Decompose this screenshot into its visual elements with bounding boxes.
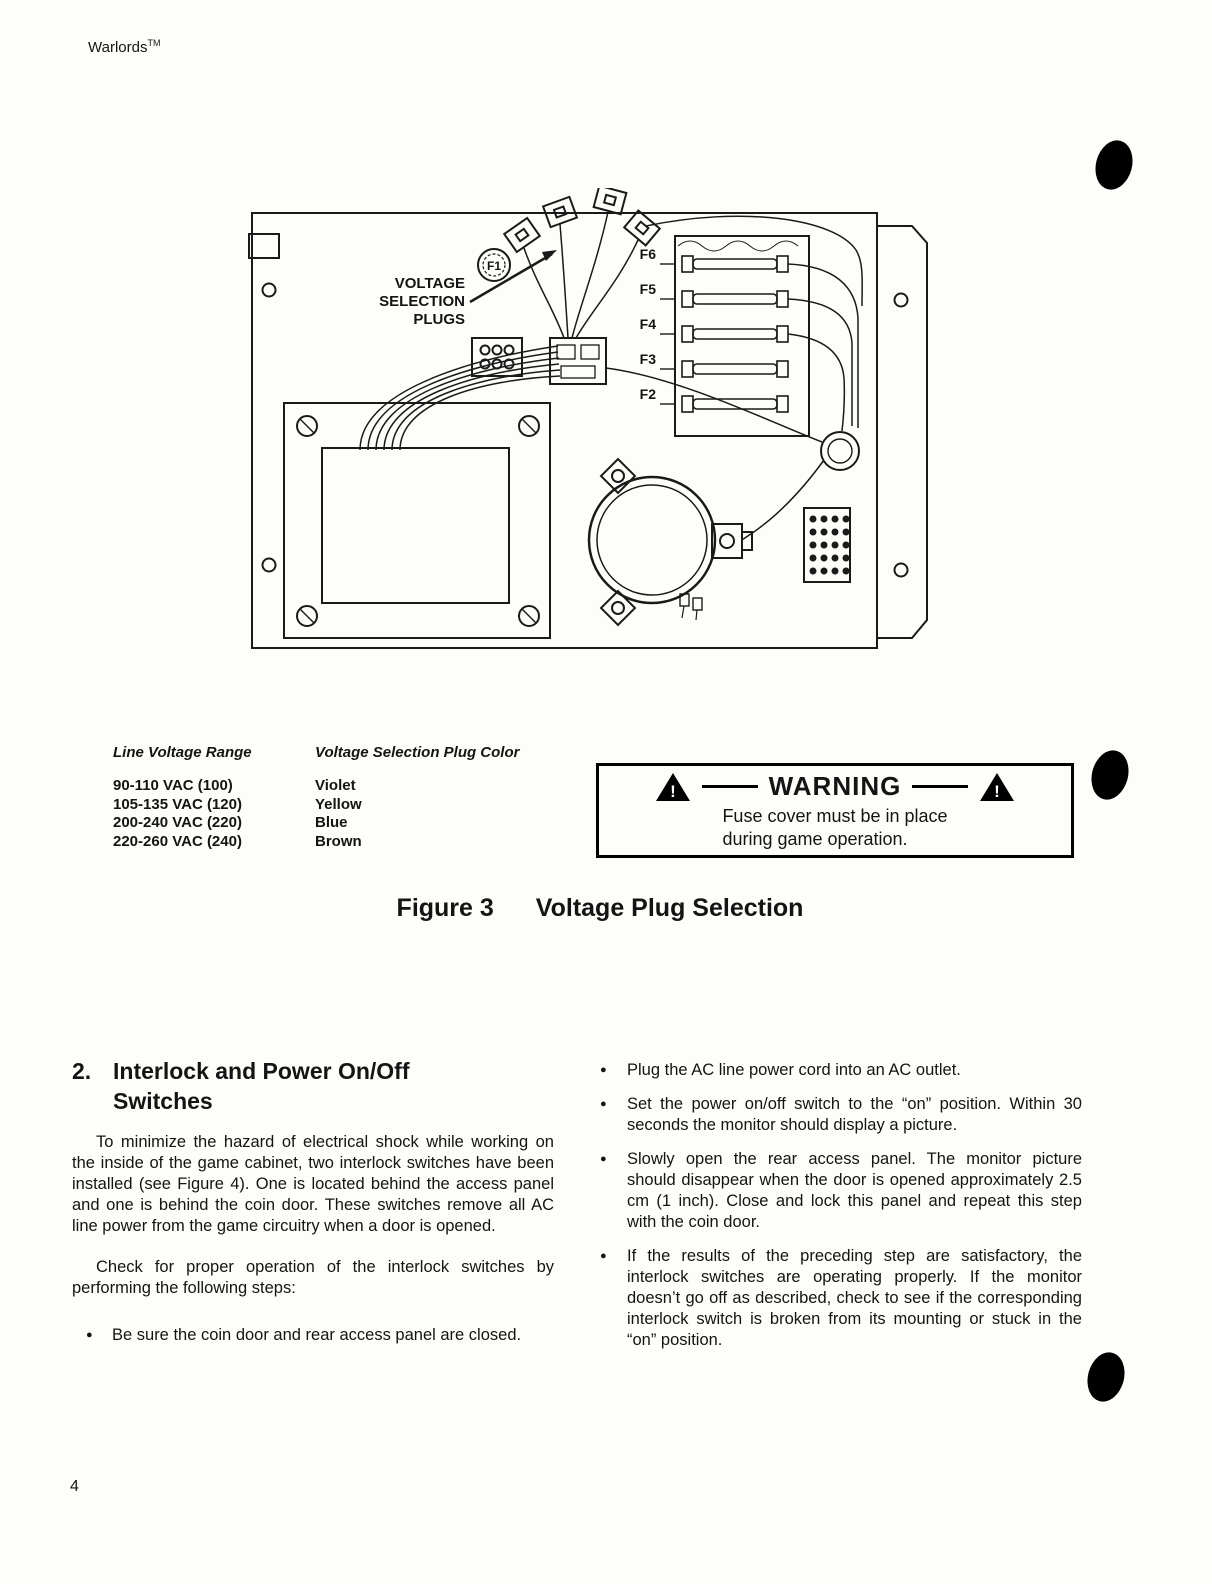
figure-caption: Figure 3 Voltage Plug Selection [150, 894, 1050, 923]
warning-title-row: ! WARNING ! [599, 771, 1071, 802]
bullet-icon: ● [600, 1250, 607, 1262]
table-row: 90-110 VAC (100) Violet [113, 777, 583, 796]
paragraph: Check for proper operation of the interl… [72, 1258, 554, 1297]
list-item: ● If the results of the preceding step a… [600, 1246, 1082, 1351]
col-line-voltage-range: Line Voltage Range [113, 744, 252, 761]
fuse-f1 [477, 248, 511, 282]
figure-label: Figure 3 [396, 894, 494, 922]
rule-line [912, 785, 969, 788]
voltage-selection-plugs [502, 188, 662, 254]
list-item: ● Be sure the coin door and rear access … [72, 1325, 554, 1346]
round-component [587, 457, 753, 627]
callout-plugs: PLUGS [413, 311, 465, 328]
color-cell: Violet [315, 777, 356, 794]
connector-block-b [549, 337, 607, 385]
list-item-text: Set the power on/off switch to the “on” … [627, 1095, 1082, 1134]
voltage-plug-diagram: F1 F6 F5 F4 F3 F2 [248, 188, 928, 649]
hole-punch-mark [1082, 1348, 1130, 1406]
left-column: 2. Interlock and Power On/Off Switches T… [72, 1056, 554, 1359]
bullet-icon: ● [600, 1064, 607, 1076]
color-cell: Brown [315, 832, 362, 850]
svg-text:!: ! [994, 782, 1000, 801]
warning-line-1: Fuse cover must be in place [722, 806, 948, 826]
figure-title: Voltage Plug Selection [535, 894, 804, 922]
fuse-f1-label: F1 [487, 259, 501, 273]
warning-body: Fuse cover must be in place during game … [599, 805, 1071, 851]
warning-title: WARNING [768, 771, 902, 801]
brand-text: Warlords [88, 39, 148, 56]
right-column: ● Plug the AC line power cord into an AC… [600, 1060, 1082, 1364]
paragraph: To minimize the hazard of electrical sho… [72, 1133, 554, 1235]
color-cell: Yellow [315, 795, 362, 813]
chassis-outline [248, 212, 928, 649]
table-row: 200-240 VAC (220) Blue [113, 814, 583, 833]
table-row: 105-135 VAC (120) Yellow [113, 796, 583, 815]
voltage-table-header: Line Voltage Range Voltage Selection Plu… [113, 744, 583, 761]
connector-block-a [471, 337, 523, 377]
grommet-ring [820, 431, 860, 471]
color-cell: Blue [315, 814, 348, 831]
warning-box: ! WARNING ! Fuse cover must be in place … [596, 763, 1074, 858]
fuse-block [660, 235, 810, 437]
hole-punch-mark [1086, 746, 1134, 804]
section-heading: 2. Interlock and Power On/Off Switches [72, 1056, 554, 1116]
callout-arrow-icon [469, 250, 557, 304]
range-cell: 105-135 VAC (120) [113, 795, 242, 813]
svg-text:!: ! [670, 782, 676, 801]
table-row: 220-260 VAC (240) Brown [113, 833, 583, 852]
list-item-text: Plug the AC line power cord into an AC o… [627, 1061, 961, 1079]
fuse-f3-label: F3 [640, 351, 657, 367]
list-item: ● Plug the AC line power cord into an AC… [600, 1060, 1082, 1081]
transformer [283, 402, 551, 639]
list-item-text: If the results of the preceding step are… [627, 1247, 1082, 1349]
callout-voltage: VOLTAGE [395, 275, 465, 292]
terminal-strip [803, 507, 851, 583]
document-title: WarlordsTM [88, 38, 160, 56]
range-cell: 220-260 VAC (240) [113, 832, 242, 850]
callout-selection: SELECTION [379, 293, 465, 310]
list-item-text: Be sure the coin door and rear access pa… [112, 1326, 522, 1344]
warning-triangle-icon: ! [980, 772, 1015, 801]
hole-punch-mark [1090, 136, 1138, 194]
fuse-f2-label: F2 [640, 386, 657, 402]
page-number: 4 [70, 1478, 79, 1495]
list-item-text: Slowly open the rear access panel. The m… [627, 1150, 1082, 1231]
warning-line-2: during game operation. [722, 829, 908, 849]
bullet-icon: ● [600, 1153, 607, 1165]
range-cell: 200-240 VAC (220) [113, 814, 242, 831]
col-plug-color: Voltage Selection Plug Color [315, 744, 520, 761]
fuse-f4-label: F4 [640, 316, 657, 332]
list-item: ● Slowly open the rear access panel. The… [600, 1149, 1082, 1233]
section-title: Interlock and Power On/Off Switches [113, 1056, 409, 1116]
list-item: ● Set the power on/off switch to the “on… [600, 1094, 1082, 1136]
rule-line [701, 785, 758, 788]
wiring [359, 211, 863, 541]
warning-triangle-icon: ! [655, 772, 690, 801]
range-cell: 90-110 VAC (100) [113, 777, 233, 794]
bullet-icon: ● [86, 1329, 93, 1341]
section-title-line2: Switches [113, 1088, 213, 1114]
voltage-table: Line Voltage Range Voltage Selection Plu… [113, 744, 583, 851]
section-number: 2. [72, 1058, 92, 1084]
fuse-f6-label: F6 [640, 246, 657, 262]
bullet-icon: ● [600, 1098, 607, 1110]
fuse-f5-label: F5 [640, 281, 657, 297]
section-title-line1: Interlock and Power On/Off [113, 1058, 410, 1084]
trademark-mark: TM [147, 38, 161, 48]
